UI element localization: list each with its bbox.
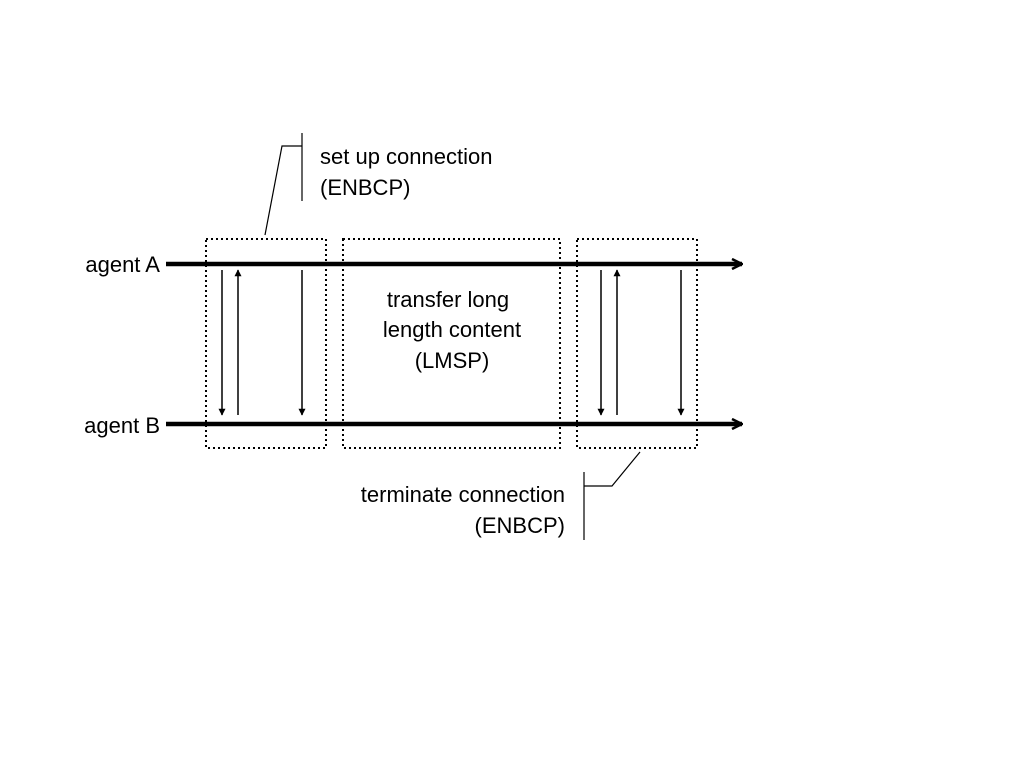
setup-label-line1: set up connection xyxy=(320,144,492,169)
transfer-label-line1: transfer long xyxy=(387,287,509,312)
terminate-callout-leader xyxy=(584,451,641,487)
transfer-label-line2: length content xyxy=(383,317,521,342)
agent-b-label: agent B xyxy=(84,413,160,438)
agent-a-label: agent A xyxy=(85,252,160,277)
terminate-label-line2: (ENBCP) xyxy=(475,513,565,538)
setup-callout-leader xyxy=(264,145,302,236)
terminate-phase-box xyxy=(576,238,698,449)
transfer-label-line3: (LMSP) xyxy=(415,348,490,373)
terminate-label-line1: terminate connection xyxy=(361,482,565,507)
transfer-phase-box xyxy=(342,238,561,449)
setup-label-line2: (ENBCP) xyxy=(320,175,410,200)
setup-phase-box xyxy=(205,238,327,449)
